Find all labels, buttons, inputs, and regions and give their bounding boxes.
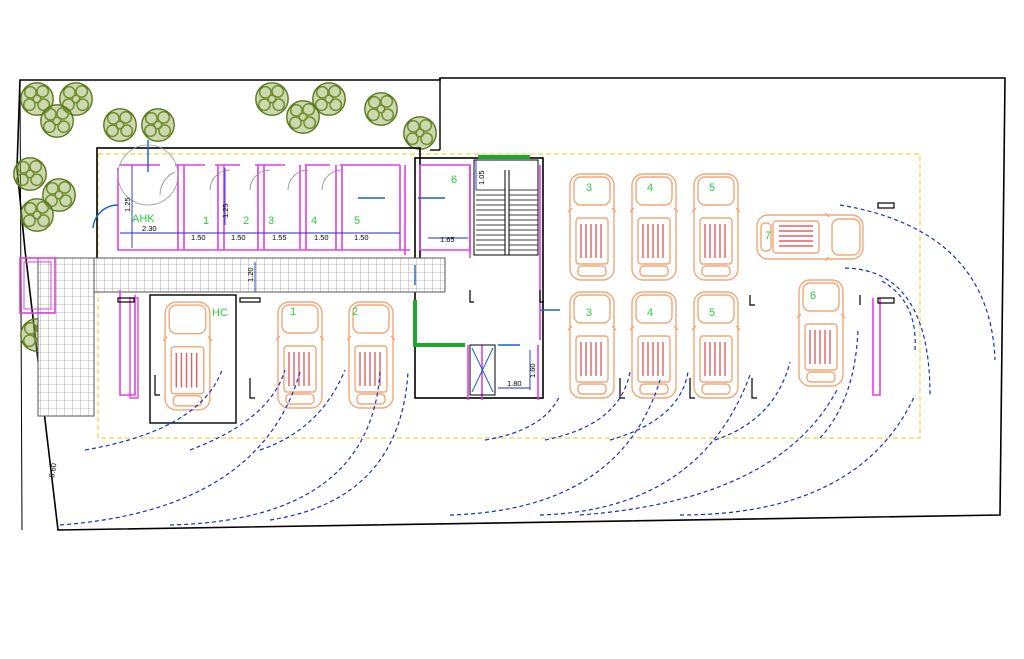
car-5-bottom [691,291,741,399]
dim-150a: 1.50 [191,233,206,242]
dim-120: 1.20 [246,267,255,282]
storage-partitions [117,164,881,400]
column-marks [117,202,895,399]
dim-150c: 1.50 [314,233,329,242]
dim-150d: 1.50 [354,233,369,242]
site-boundary-west [19,79,23,531]
dim-105: 1.05 [477,170,486,185]
dim-165: 1.65 [440,235,455,244]
door-swing-arc [117,144,179,206]
parking-label-hc: HC [212,307,228,319]
room-label-6: 6 [451,174,457,186]
car-7 [756,213,864,261]
dim-180: 1.80 [507,379,522,388]
room-label-1: 1 [203,215,209,227]
parking-label-6: 6 [810,290,816,302]
site-boundary [16,77,1006,531]
dim-155: 1.55 [272,233,287,242]
hc-bay [149,294,237,424]
parking-label-5-top: 5 [709,182,715,194]
dim-150b: 1.50 [231,233,246,242]
parking-label-3-bottom: 3 [586,307,592,319]
dim-160: 1.60 [528,363,537,378]
parking-label-7: 7 [765,230,771,242]
dim-site: 5.60 [47,462,58,478]
parking-label-1-left: 1 [290,306,296,318]
car-1-left [275,301,325,409]
service-shaft [469,344,496,396]
dim-125b: 1.25 [221,203,230,218]
parking-label-2-left: 2 [352,306,358,318]
door-swings [92,140,560,346]
tiled-corridor [54,257,446,293]
dim-230: 2.30 [142,224,157,233]
car-4-bottom [629,291,679,399]
parking-label-4-bottom: 4 [647,307,653,319]
room-label-5: 5 [354,215,360,227]
dimension-lines [120,160,531,390]
room-label-2: 2 [243,215,249,227]
car-4-top [629,173,679,281]
room-label-ahk: AHK [132,213,155,225]
parking-label-5-bottom: 5 [709,307,715,319]
staircase [473,159,539,256]
parking-label-3-top: 3 [586,182,592,194]
building-line [97,153,921,439]
car-hc [162,301,213,411]
car-6 [796,279,846,387]
tiled-ramp [37,257,95,417]
stair-treads [476,189,538,251]
parking-arcs [59,204,996,526]
dim-125: 1.25 [123,197,132,212]
shaft-wall [413,300,465,347]
room-label-4: 4 [311,215,317,227]
parking-label-4-top: 4 [647,182,653,194]
car-5-top [691,173,741,281]
room-label-3: 3 [268,215,274,227]
